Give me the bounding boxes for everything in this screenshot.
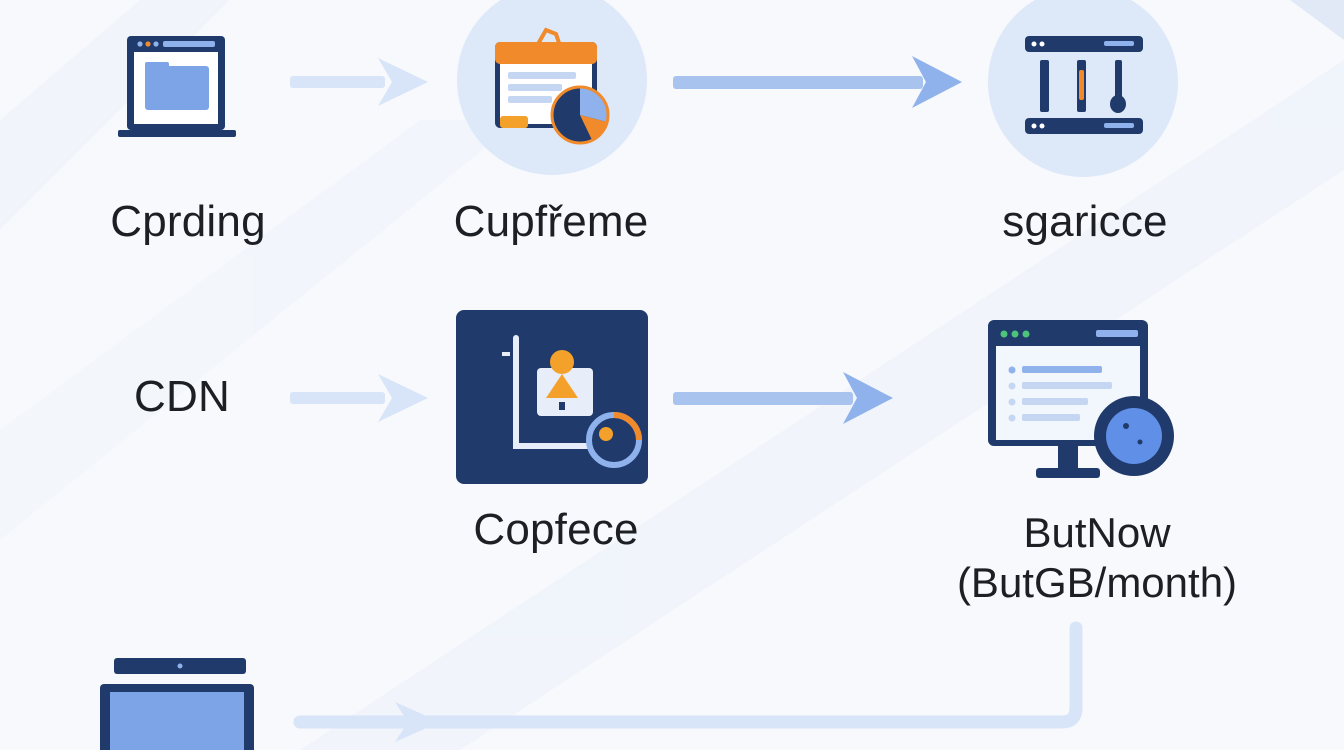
arrow-cdn-to-copfece bbox=[290, 374, 428, 422]
server-rack-icon bbox=[988, 0, 1178, 177]
node-label-butnow-line2: (ButGB/month) bbox=[956, 558, 1238, 606]
node-label-coding: Cprding bbox=[110, 197, 266, 246]
node-label-butnow-line1: ButNow bbox=[1023, 509, 1171, 556]
browser-window-icon bbox=[118, 36, 236, 137]
arrow-copfece-to-butnow bbox=[673, 372, 893, 424]
node-label-cupframe: Cupfřeme bbox=[453, 197, 649, 246]
node-label-butnow: ButNow (ButGB/month) bbox=[957, 508, 1237, 607]
node-label-sgaricce: sgaricce bbox=[1002, 197, 1168, 246]
arrow-cupframe-to-sgaricce bbox=[673, 56, 962, 108]
node-label-copfece: Copfece bbox=[473, 505, 639, 554]
arrow-bottom-feedback bbox=[293, 621, 1083, 742]
laptop-icon bbox=[100, 658, 254, 750]
arrow-coding-to-cupframe bbox=[290, 58, 428, 106]
node-label-cdn: CDN bbox=[134, 372, 230, 421]
dashboard-tile-icon bbox=[456, 310, 648, 484]
monitor-analytics-icon bbox=[988, 320, 1174, 478]
calendar-chart-icon bbox=[457, 0, 647, 175]
